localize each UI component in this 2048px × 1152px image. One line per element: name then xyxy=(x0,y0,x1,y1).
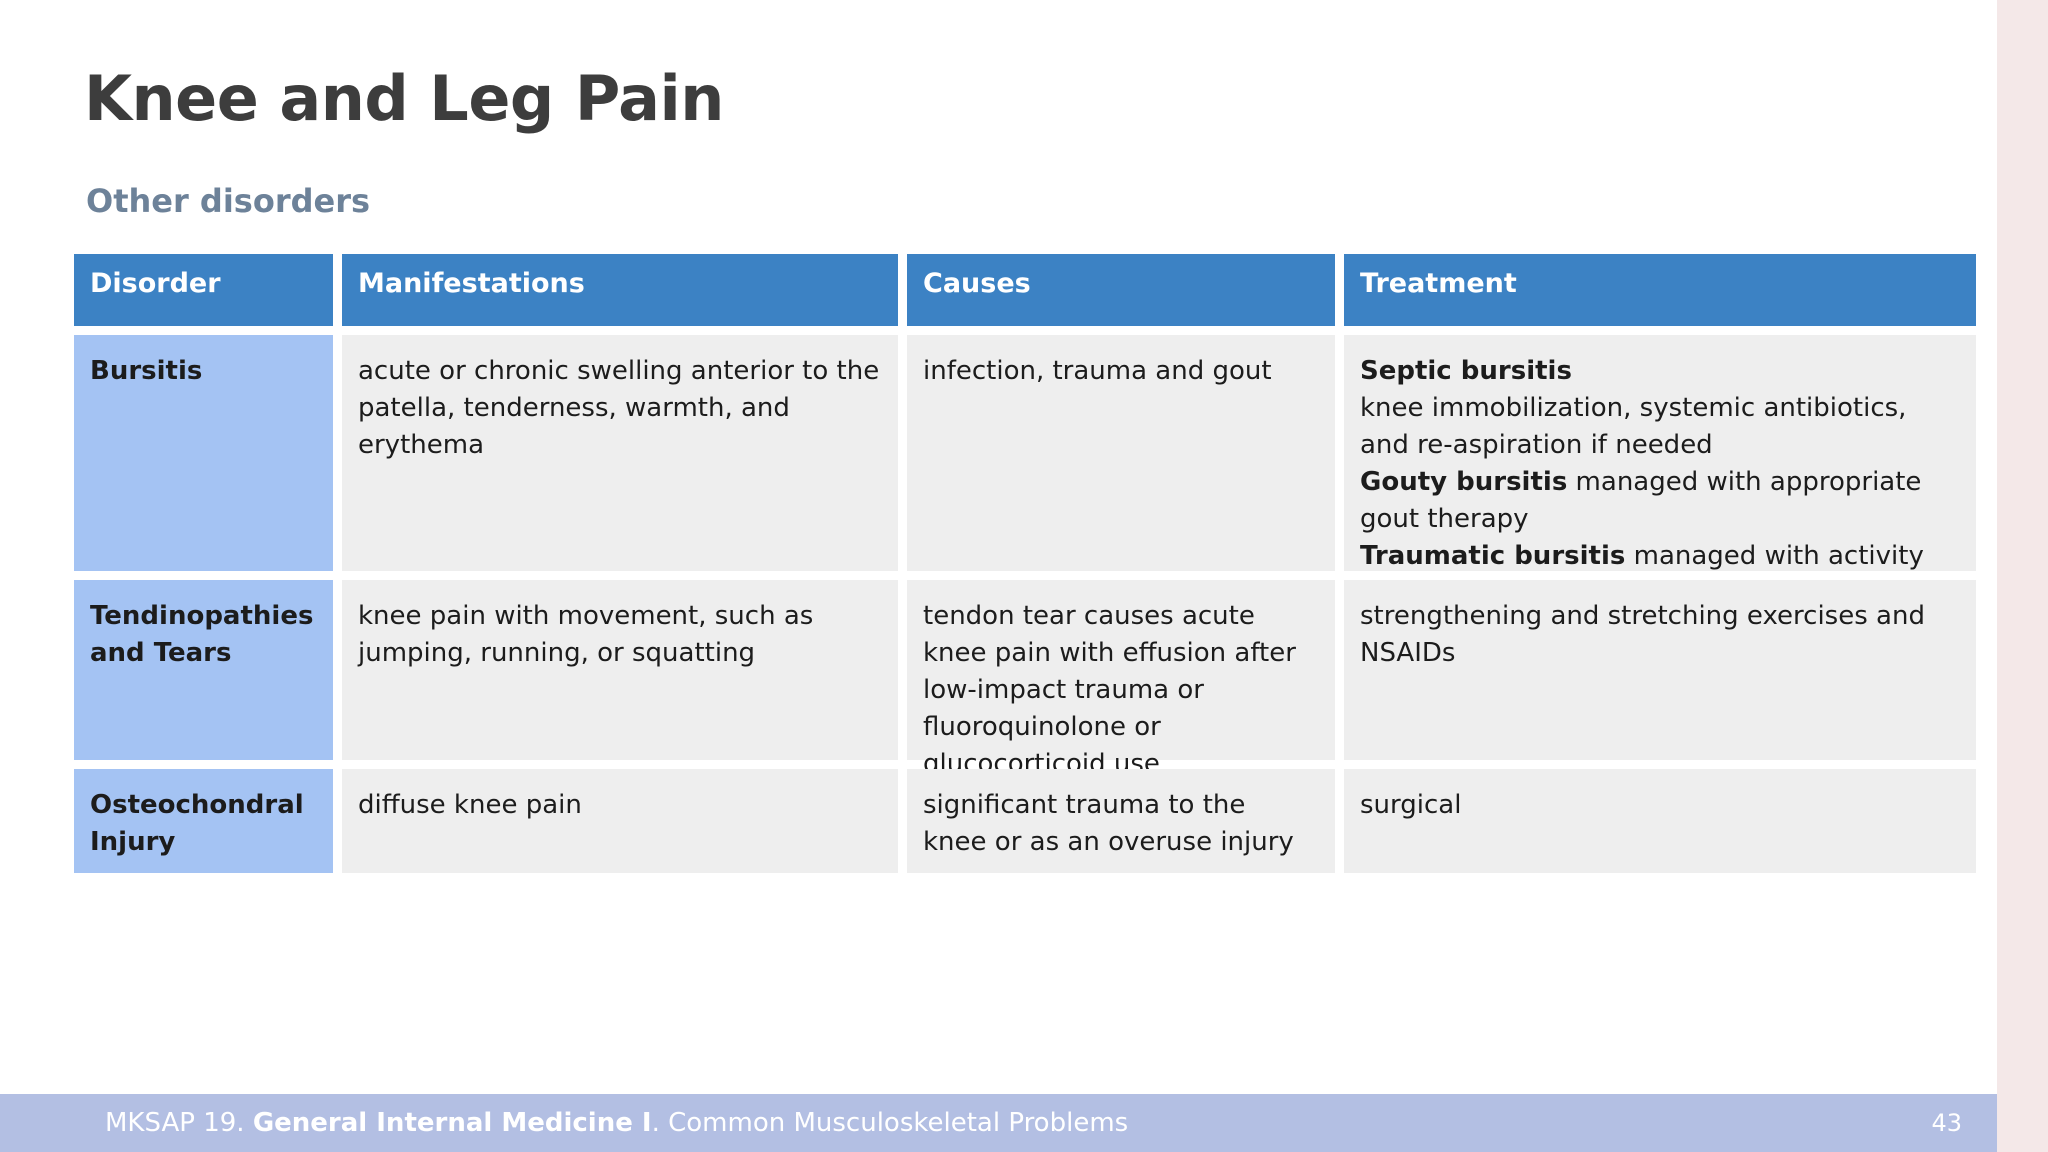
cell-causes: infection, trauma and gout xyxy=(907,335,1335,571)
table-header-row: Disorder Manifestations Causes Treatment xyxy=(74,254,1976,326)
table-row: Tendinopathies and Tears knee pain with … xyxy=(74,580,1976,779)
cell-treatment: surgical xyxy=(1344,769,1976,873)
right-edge-strip xyxy=(1997,0,2048,1152)
cell-disorder: Bursitis xyxy=(74,335,333,571)
footer-suffix: . Common Musculoskeletal Problems xyxy=(651,1108,1129,1138)
cell-disorder: Osteochondral Injury xyxy=(74,769,333,873)
footer-book-title: General Internal Medicine I xyxy=(252,1108,652,1138)
table-row: Osteochondral Injury diffuse knee pain s… xyxy=(74,769,1976,873)
page-title: Knee and Leg Pain xyxy=(84,62,724,135)
slide-footer: MKSAP 19. General Internal Medicine I. C… xyxy=(0,1094,1997,1152)
cell-treatment: strengthening and stretching exercises a… xyxy=(1344,580,1976,760)
disorders-table: Disorder Manifestations Causes Treatment… xyxy=(74,254,1976,873)
cell-manifestations: knee pain with movement, such as jumping… xyxy=(342,580,898,760)
cell-manifestations: acute or chronic swelling anterior to th… xyxy=(342,335,898,571)
column-header-causes: Causes xyxy=(907,254,1335,326)
footer-prefix: MKSAP 19. xyxy=(105,1108,253,1138)
cell-causes: tendon tear causes acute knee pain with … xyxy=(907,580,1335,779)
page-number: 43 xyxy=(1931,1109,1962,1137)
slide-canvas: Knee and Leg Pain Other disorders Disord… xyxy=(0,62,1997,1152)
footer-citation: MKSAP 19. General Internal Medicine I. C… xyxy=(105,1108,1128,1138)
cell-manifestations: diffuse knee pain xyxy=(342,769,898,873)
cell-disorder: Tendinopathies and Tears xyxy=(74,580,333,760)
table-row: Bursitis acute or chronic swelling anter… xyxy=(74,335,1976,644)
column-header-manifestations: Manifestations xyxy=(342,254,898,326)
column-header-treatment: Treatment xyxy=(1344,254,1976,326)
cell-causes: significant trauma to the knee or as an … xyxy=(907,769,1335,873)
page-subtitle: Other disorders xyxy=(86,182,371,220)
column-header-disorder: Disorder xyxy=(74,254,333,326)
